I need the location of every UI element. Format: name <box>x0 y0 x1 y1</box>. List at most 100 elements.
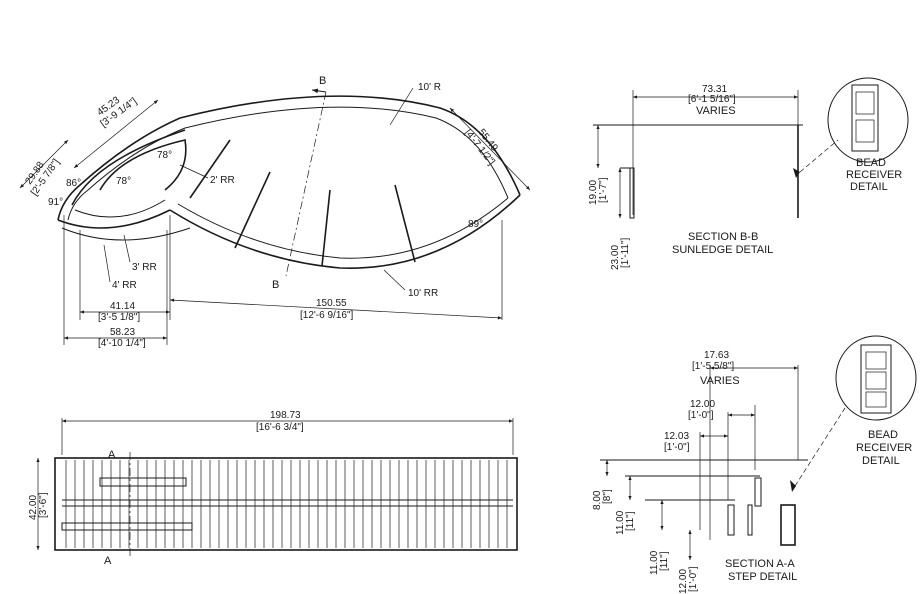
dim-198-73-value: 198.73 <box>270 410 301 421</box>
dim-12-00b-imperial: [1'-0"] <box>688 566 699 592</box>
leader-10r <box>389 87 414 126</box>
dim-12-00b-value: 12.00 <box>678 569 689 594</box>
bb-detail-leader <box>799 139 839 173</box>
aa-step-riser-1 <box>754 477 762 507</box>
dim-line-55-49 <box>449 107 531 191</box>
dim-line-150-55 <box>169 298 503 320</box>
section-mark-b-top: B <box>319 75 326 87</box>
plan-view: B B 45.23 [3'-9 1/4"] 29.88 [2'-5 7/8"] … <box>19 75 531 349</box>
dim-42-00-value: 42.00 <box>28 495 39 520</box>
aa-detail-cell-2 <box>865 371 887 390</box>
label-4rr: 4' RR <box>112 280 137 291</box>
angle-89: 89° <box>468 219 483 230</box>
bb-bead-marker <box>793 168 800 178</box>
section-bb-title: SECTION B-B <box>688 231 758 243</box>
elevation-bench-low <box>61 522 193 531</box>
ring-3rr <box>71 129 186 206</box>
dim-41-14-imperial: [3'-5 1/8"] <box>98 312 140 323</box>
bottom-arc-10rr-inner <box>177 197 509 259</box>
dim-150-55-value: 150.55 <box>316 298 347 309</box>
elevation-view: 198.73 [16'-6 3/4"] 42.00 [3'-6"] A A <box>28 410 518 567</box>
section-bb: 73.31 [6'-1 5/16"] VARIES 19.00 [1'-7"] … <box>588 77 909 270</box>
bb-detail-cell-1 <box>855 91 875 115</box>
angle-86: 86° <box>66 178 81 189</box>
bb-detail-label-2: RECEIVER <box>846 169 902 181</box>
dim-17-63-note: VARIES <box>700 375 740 387</box>
section-aa-subtitle: STEP DETAIL <box>728 571 797 583</box>
dim-8-00-imperial: [8"] <box>602 489 613 504</box>
leader-10rr <box>383 269 406 291</box>
elevation-slats <box>65 460 508 548</box>
leader-2rr <box>179 164 209 179</box>
dim-73-31-note: VARIES <box>696 105 736 117</box>
bb-ledge-panel <box>629 167 635 219</box>
bb-detail-receiver <box>851 84 879 152</box>
label-3rr: 3' RR <box>132 262 157 273</box>
section-mark-a-bottom: A <box>104 555 112 567</box>
section-arrow-b-top <box>311 88 327 94</box>
dim-12-03-value: 12.03 <box>664 431 689 442</box>
dim-8-00-value: 8.00 <box>592 490 603 510</box>
step-arc-1 <box>57 209 171 229</box>
strut-4 <box>189 139 231 199</box>
strut-3 <box>394 184 416 263</box>
aa-detail-cell-1 <box>865 351 887 370</box>
aa-detail-label-1: BEAD <box>868 429 898 441</box>
dim-42-00-imperial: [3'-6"] <box>38 492 49 518</box>
aa-detail-receiver <box>860 344 892 414</box>
angle-78-top: 78° <box>157 150 172 161</box>
dim-73-31-value: 73.31 <box>702 84 727 95</box>
strut-1 <box>234 171 271 249</box>
dim-41-14-value: 41.14 <box>110 301 135 312</box>
aa-detail-label-2: RECEIVER <box>856 442 912 454</box>
section-line-bb <box>285 91 327 277</box>
section-mark-b-bottom: B <box>272 279 279 291</box>
dim-12-00a-imperial: [1'-0"] <box>688 410 714 421</box>
elevation-bench-top <box>99 477 187 487</box>
aa-detail-leader <box>794 407 846 487</box>
aa-detail-label-3: DETAIL <box>862 455 900 467</box>
bb-detail-label-3: DETAIL <box>850 181 888 193</box>
section-aa-title: SECTION A-A <box>725 558 795 570</box>
angle-78-mid: 78° <box>116 176 131 187</box>
section-mark-a-top: A <box>108 449 116 461</box>
dim-19-00-value: 19.00 <box>588 180 599 205</box>
dim-11-00b-value: 11.00 <box>649 550 660 575</box>
section-aa: 17.63 [1'-5 5/8"] VARIES 12.00 [1'-0"] 1… <box>592 335 917 594</box>
dim-line-29-88 <box>19 139 69 189</box>
angle-91: 91° <box>48 197 63 208</box>
aa-step-riser-2 <box>727 504 735 536</box>
aa-wall <box>780 504 796 546</box>
ring-4rr-inner <box>67 127 186 221</box>
leader-4rr <box>103 244 111 283</box>
step-arc-2 <box>61 227 191 241</box>
aa-detail-bubble <box>835 335 917 421</box>
dim-line-45-23 <box>73 99 159 169</box>
dim-11-00a-imperial: [11"] <box>625 511 636 531</box>
aa-bead-marker <box>790 480 796 492</box>
label-10r: 10' R <box>418 82 441 93</box>
bb-detail-bubble <box>827 77 909 163</box>
label-2rr: 2' RR <box>210 175 235 186</box>
dim-58-23-value: 58.23 <box>110 327 135 338</box>
bb-detail-cell-2 <box>855 119 875 143</box>
bb-detail-label-1: BEAD <box>856 157 886 169</box>
dim-11-00b-imperial: [11"] <box>659 551 670 571</box>
elevation-outline <box>54 457 518 551</box>
leader-3rr <box>123 234 131 263</box>
dim-17-63-value: 17.63 <box>704 350 729 361</box>
dim-58-23-imperial: [4'-10 1/4"] <box>98 338 146 349</box>
section-bb-subtitle: SUNLEDGE DETAIL <box>672 244 773 256</box>
aa-detail-cell-3 <box>865 391 887 408</box>
dim-12-03-imperial: [1'-0"] <box>664 442 690 453</box>
dim-12-00a-value: 12.00 <box>690 399 715 410</box>
dim-150-55-imperial: [12'-6 9/16"] <box>300 310 353 321</box>
ring-2rr <box>99 139 187 191</box>
aa-step-riser-3 <box>747 504 753 536</box>
dim-23-00-imperial: [1'-11"] <box>620 237 631 268</box>
dim-198-73-imperial: [16'-6 3/4"] <box>256 422 304 433</box>
strut-2 <box>321 189 331 267</box>
dim-17-63-imperial: [1'-5 5/8"] <box>692 361 734 372</box>
dim-11-00a-value: 11.00 <box>615 510 626 535</box>
